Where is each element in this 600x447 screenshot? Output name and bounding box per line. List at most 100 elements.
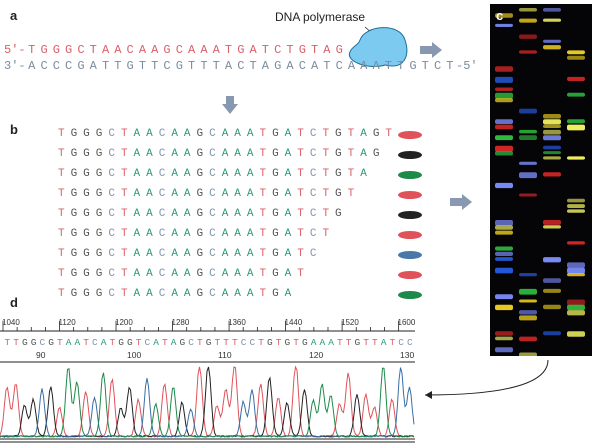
- gel-band: [543, 156, 561, 160]
- base-position-label: 100: [127, 350, 142, 360]
- gel-band: [495, 331, 513, 336]
- gel-band: [567, 241, 585, 245]
- gel-band: [495, 124, 513, 130]
- gel-band: [519, 108, 537, 114]
- gel-band: [543, 278, 561, 283]
- gel-band: [543, 151, 561, 155]
- trace-G: [0, 366, 415, 438]
- gel-band: [495, 347, 513, 353]
- base-position-label: 120: [309, 350, 324, 360]
- gel-band: [495, 294, 513, 300]
- panel-label-a: a: [10, 8, 18, 23]
- gel-band: [519, 193, 537, 197]
- gel-band: [495, 145, 513, 152]
- panel-label-c: c: [496, 8, 504, 23]
- gel-band: [567, 156, 585, 160]
- gel-band: [495, 13, 513, 18]
- gel-band: [519, 129, 537, 134]
- ruler-tick-label: 1520: [341, 318, 359, 327]
- gel-band: [543, 288, 561, 293]
- bottom-strand-suffix: -5': [456, 59, 478, 73]
- gel-band: [495, 220, 513, 226]
- gel-band: [495, 119, 513, 125]
- gel-band: [519, 8, 537, 12]
- gel-band: [543, 124, 561, 129]
- gel-bands: [495, 8, 585, 358]
- gel-band: [567, 299, 585, 306]
- gel-band: [567, 76, 585, 81]
- gel-band: [519, 273, 537, 277]
- gel-band: [495, 151, 513, 156]
- dye-tag: [398, 171, 422, 179]
- gel-band: [543, 172, 561, 177]
- gel-band: [519, 336, 537, 342]
- gel-band: [519, 34, 537, 39]
- gel-band: [495, 336, 513, 341]
- gel-band: [495, 251, 513, 256]
- gel-band: [543, 18, 561, 22]
- bottom-strand-prefix: 3'-: [4, 59, 26, 73]
- gel-band: [519, 161, 537, 165]
- gel-band: [567, 50, 585, 55]
- gel-band: [519, 310, 537, 315]
- ruler-tick-label: 1200: [115, 318, 133, 327]
- base-position-label: 110: [218, 350, 232, 360]
- gel-band: [519, 299, 537, 303]
- gel-band: [567, 92, 585, 97]
- panel-label-d: d: [10, 295, 18, 310]
- dye-tag: [398, 131, 422, 139]
- gel-band: [519, 288, 537, 295]
- dye-tag: [398, 191, 422, 199]
- gel-band: [519, 135, 537, 141]
- gel-band: [543, 304, 561, 310]
- gel-band: [519, 172, 537, 179]
- dye-tag: [398, 271, 422, 279]
- gel-band: [543, 129, 561, 135]
- arrow-down-a: [222, 96, 238, 114]
- gel-band: [543, 119, 561, 125]
- gel-band: [567, 310, 585, 316]
- base-position-label: 90: [36, 350, 46, 360]
- chromatogram: [0, 321, 415, 443]
- ruler-tick-label: 1040: [2, 318, 20, 327]
- gel-band: [495, 92, 513, 99]
- gel-band: [543, 145, 561, 150]
- gel-band: [567, 267, 585, 274]
- dye-tag: [398, 151, 422, 159]
- dye-tag: [398, 251, 422, 259]
- curved-arrow-head: [425, 391, 432, 399]
- gel-band: [495, 225, 513, 230]
- gel-band: [567, 119, 585, 124]
- curved-arrow: [424, 359, 549, 396]
- gel-band: [495, 257, 513, 261]
- ruler-tick-label: 1440: [284, 318, 303, 327]
- gel-band: [567, 204, 585, 209]
- gel-band: [567, 55, 585, 60]
- dye-tag: [398, 231, 422, 239]
- gel-band: [495, 182, 513, 189]
- gel-band: [495, 66, 513, 72]
- arrow-right-a: [420, 42, 442, 58]
- gel-band: [495, 98, 513, 103]
- dna-polymerase-blob: [348, 27, 408, 67]
- dye-tag: [398, 211, 422, 219]
- gel-band: [543, 45, 561, 50]
- gel-band: [543, 39, 561, 43]
